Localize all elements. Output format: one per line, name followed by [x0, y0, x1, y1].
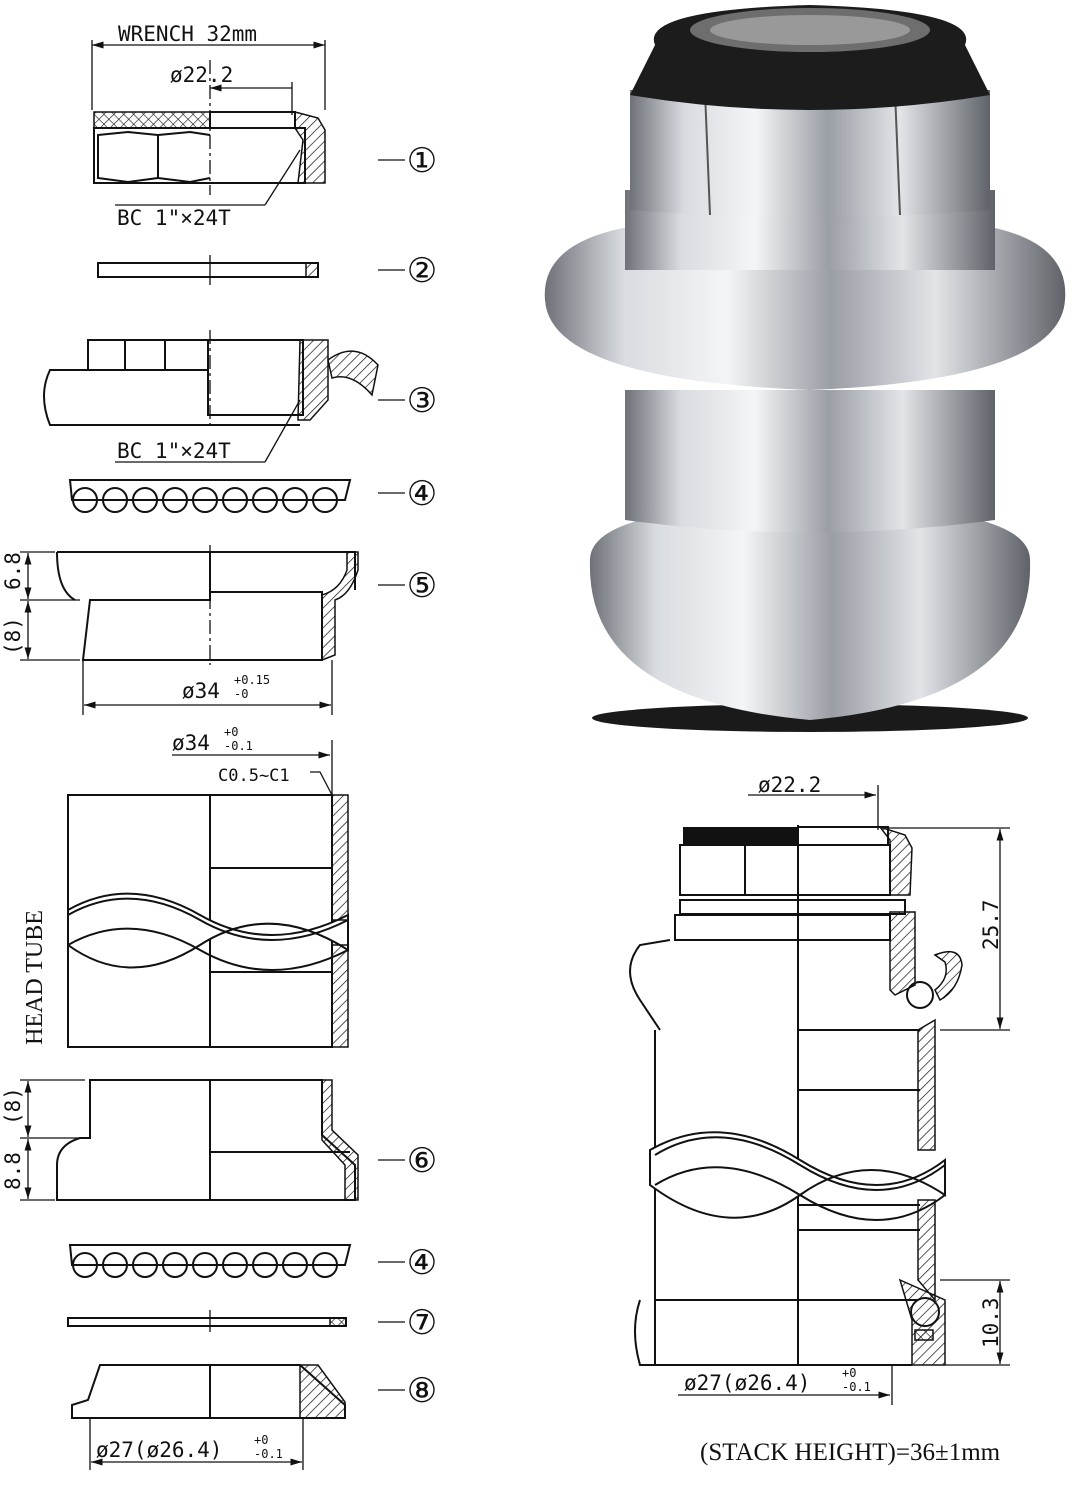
head-tube: ø34 +0 -0.1 C0.5~C1 HEAD TUBE: [22, 725, 349, 1048]
dia-27-right-label: ø27(ø26.4): [684, 1371, 810, 1395]
stack-height-label: (STACK HEIGHT)=36±1mm: [700, 1439, 1001, 1466]
dia-34-cup-tol-plus: +0.15: [234, 673, 270, 687]
part-4-bearing-bottom: [68, 1244, 352, 1278]
part-7-seal: [67, 1310, 347, 1332]
dia-27-right-tol-minus: -0.1: [842, 1380, 871, 1394]
dia-27-left-tol-minus: -0.1: [254, 1447, 283, 1461]
wrench-size-label: WRENCH 32mm: [118, 22, 257, 46]
dim-8-label-b: (8): [1, 1087, 25, 1125]
dia-22-2-assembly-label: ø22.2: [758, 773, 821, 797]
part-6-lower-cup: (8) 8.8: [1, 1079, 359, 1201]
dim-6-8-label: 6.8: [1, 552, 25, 590]
part-4-bearing-top: [68, 479, 352, 513]
dim-8-8-label: 8.8: [1, 1152, 25, 1190]
part-2-washer: [97, 255, 319, 285]
part-number-7: ④: [407, 1245, 437, 1282]
part-3-threaded-cup: BC 1"×24T: [43, 330, 379, 463]
part-5-upper-cup: 6.8 (8) ø34 +0.15 -0: [1, 545, 359, 715]
chamfer-label: C0.5~C1: [218, 766, 290, 786]
part-number-8: ⑦: [407, 1305, 437, 1342]
dia-34-cup-label: ø34: [182, 679, 220, 703]
dia-34-tube-tol-minus: -0.1: [224, 739, 253, 753]
part-number-3: ③: [407, 383, 437, 420]
head-tube-label: HEAD TUBE: [22, 910, 48, 1045]
part-number-9: ⑧: [407, 1373, 437, 1410]
dia-27-left-tol-plus: +0: [254, 1433, 268, 1447]
dim-25-7-label: 25.7: [979, 899, 1003, 950]
dia-27-right-tol-plus: +0: [842, 1366, 856, 1380]
part-callouts: ① ② ③ ④ ⑤ ⑥ ④ ⑦ ⑧: [378, 143, 437, 1410]
part-1-locknut: WRENCH 32mm ø22.2 BC 1"×24T: [91, 22, 326, 230]
headset-product-photo: [544, 5, 1066, 732]
dim-10-3-label: 10.3: [979, 1297, 1003, 1348]
assembly-drawing: ø22.2 25.7 10.3 ø27(ø26.4) +0 -0.1 (STAC…: [629, 773, 1010, 1466]
part-8-crown-race: ø27(ø26.4) +0 -0.1: [71, 1364, 346, 1470]
dia-27-left-label: ø27(ø26.4): [96, 1438, 222, 1462]
dia-34-cup-tol-minus: -0: [234, 687, 248, 701]
dia-34-tube-tol-plus: +0: [224, 725, 238, 739]
part-number-2: ②: [407, 253, 437, 290]
part-number-5: ⑤: [407, 568, 437, 605]
dim-8-label-a: (8): [1, 617, 25, 655]
part-number-4: ④: [407, 476, 437, 513]
part-number-6: ⑥: [407, 1143, 437, 1180]
dia-22-2-label: ø22.2: [170, 63, 233, 87]
part-number-1: ①: [407, 143, 437, 180]
bc-thread-label-3: BC 1"×24T: [117, 439, 231, 463]
bc-thread-label-1: BC 1"×24T: [117, 206, 231, 230]
dia-34-tube-label: ø34: [172, 731, 210, 755]
